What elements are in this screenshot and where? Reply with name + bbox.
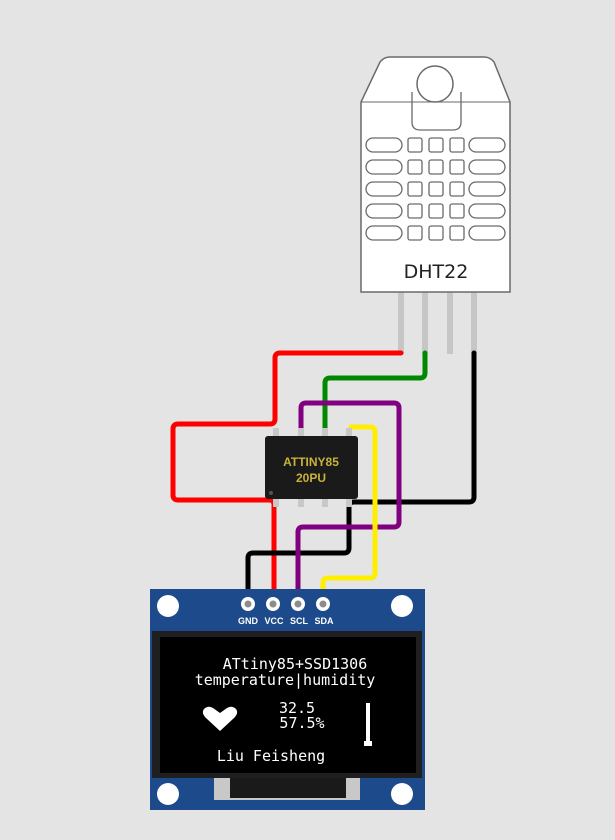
grille-square [407, 225, 423, 241]
grille-slot [468, 225, 506, 241]
mount-hole-top-right [391, 595, 413, 617]
chip-pins [273, 428, 352, 507]
heart-icon [202, 706, 238, 731]
grille-slot [365, 225, 403, 241]
dht22-pin-gnd [471, 292, 477, 354]
mount-hole-bottom-right [391, 783, 413, 805]
grille-slot [365, 203, 403, 219]
grille-square [449, 203, 465, 219]
oled-screen [160, 637, 416, 773]
grille-slot [365, 159, 403, 175]
pin-label-vcc: VCC [264, 616, 284, 626]
grille-square [407, 181, 423, 197]
grille-square [428, 181, 444, 197]
dht22-hole [416, 65, 454, 103]
dht22-vent [411, 92, 462, 131]
wire-data [322, 350, 428, 435]
pin-label-scl: SCL [290, 616, 309, 626]
grille-square [449, 181, 465, 197]
oled-humidity: 57.5% [279, 714, 324, 732]
grille-slot [468, 181, 506, 197]
mount-hole-bottom-left [157, 783, 179, 805]
grille-square [428, 159, 444, 175]
oled-module[interactable]: GND VCC SCL SDA ATtiny85+SSD1306 tempera… [150, 589, 425, 810]
grille-slot [468, 137, 506, 153]
wires [170, 350, 477, 607]
grille-square [407, 159, 423, 175]
grille-slot [468, 159, 506, 175]
dht22-pin-data [422, 292, 428, 354]
grille-square [428, 225, 444, 241]
mount-hole-top-left [157, 595, 179, 617]
oled-ribbon [230, 778, 346, 798]
dht22-grille [365, 137, 506, 241]
grille-square [428, 137, 444, 153]
wire-scl [295, 400, 402, 607]
grille-slot [365, 137, 403, 153]
dht22-pin-nc [447, 292, 453, 354]
dht22-label: DHT22 [404, 261, 469, 283]
attiny85-chip[interactable]: ATTINY85 20PU [265, 428, 358, 507]
chip-pin1-dot [269, 491, 273, 495]
dht22-sensor[interactable]: DHT22 [360, 56, 511, 354]
pin-label-gnd: GND [238, 616, 259, 626]
grille-square [407, 137, 423, 153]
chip-label-line2: 20PU [296, 471, 326, 485]
chip-label-line1: ATTINY85 [283, 455, 339, 469]
oled-title: ATtiny85+SSD1306 [223, 655, 368, 673]
grille-square [428, 203, 444, 219]
grille-slot [365, 181, 403, 197]
grille-square [449, 159, 465, 175]
oled-header-pins [241, 597, 330, 611]
wire-vcc [170, 350, 404, 607]
oled-temperature: 32.5 [279, 699, 315, 717]
chip-body [265, 436, 358, 499]
grille-square [449, 137, 465, 153]
thermometer-icon [364, 703, 372, 746]
oled-subtitle: temperature|humidity [195, 671, 376, 689]
wire-sda [320, 424, 378, 607]
dht22-pin-vcc [398, 292, 404, 354]
grille-square [407, 203, 423, 219]
grille-slot [468, 203, 506, 219]
pin-label-sda: SDA [314, 616, 334, 626]
grille-square [449, 225, 465, 241]
oled-author: Liu Feisheng [217, 747, 325, 765]
